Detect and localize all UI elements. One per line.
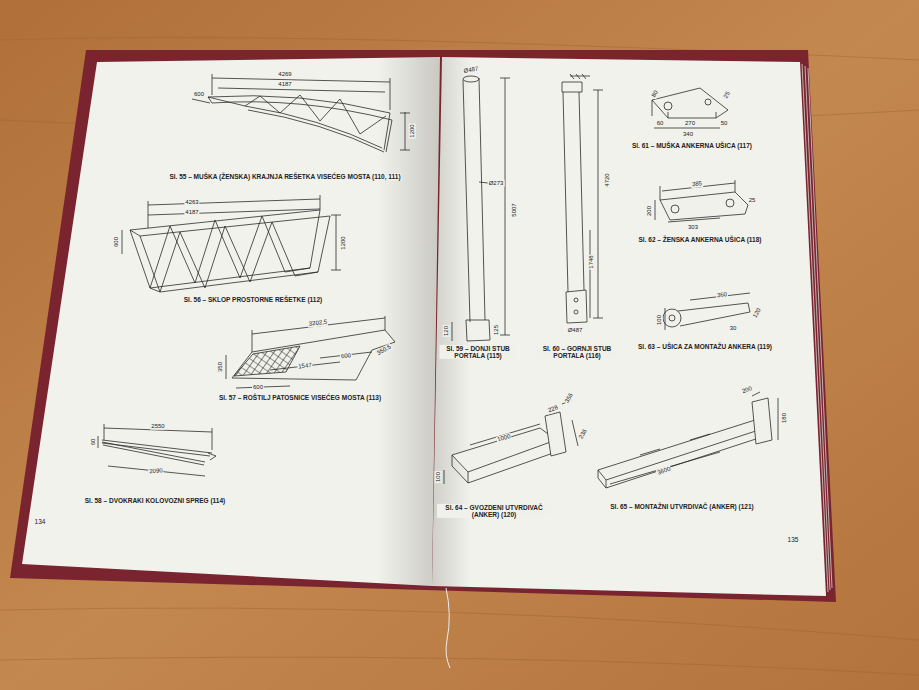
dimension: 4263: [184, 199, 199, 206]
dimension: 100: [656, 314, 663, 326]
dimension: 4187: [184, 209, 199, 216]
left-page: [22, 57, 440, 586]
dimension: 120: [443, 325, 450, 337]
dimension: 228: [546, 404, 560, 414]
figure-caption: Sl. 61 – MUŠKA ANKERNA UŠICA (117): [631, 142, 753, 149]
figure-caption: Sl. 64 – GVOZDENI UTVRDIVAČ (ANKER) (120…: [437, 504, 551, 518]
dimension: 1000: [496, 433, 513, 444]
dimension: 60: [90, 438, 97, 447]
dimension: 360: [716, 291, 729, 299]
dimension: 30: [729, 325, 738, 332]
dimension: 2550: [150, 423, 165, 430]
figure-caption: Sl. 56 – SKLOP PROSTORNE REŠETKE (112): [183, 296, 323, 303]
dimension: 385: [691, 180, 704, 188]
dimension: 1200: [340, 235, 347, 250]
dimension: 236: [577, 427, 589, 441]
figure-caption: Sl. 58 – DVOKRAKI KOLOVOZNI SPREG (114): [84, 497, 227, 504]
dimension: 80: [650, 89, 660, 100]
page-number: 135: [787, 536, 800, 543]
dimension: 350,5: [375, 343, 393, 357]
figure-caption: Sl. 59 – DONJI STUB PORTALA (115): [440, 345, 517, 359]
dimension: 3600: [656, 465, 673, 476]
figure-caption: Sl. 63 – UŠICA ZA MONTAŽU ANKERA (119): [637, 343, 773, 350]
dimension: 120: [751, 306, 763, 320]
book-cover: [10, 50, 836, 602]
dimension: 350: [217, 361, 224, 373]
dimension: 1200: [409, 123, 416, 138]
dimension: 600: [193, 91, 205, 98]
technical-drawings: [98, 74, 778, 488]
figure-caption: Sl. 55 – MUŠKA (ŽENSKA) KRAJNJA REŠETKA …: [168, 173, 401, 180]
dimension: Ø487: [462, 65, 480, 74]
dimension: 1748: [588, 254, 595, 269]
dimension: Ø273: [488, 180, 505, 187]
dimension: 4187: [277, 81, 292, 88]
dimension: 60: [656, 120, 665, 127]
dimension: 4269: [277, 71, 292, 78]
figure-caption: Sl. 60 – GORNJI STUB PORTALA (116): [537, 345, 617, 359]
dimension: 200: [740, 385, 754, 395]
dimension: 2090: [148, 467, 164, 475]
bookmark-thread: [446, 588, 450, 668]
dimension: 1547: [297, 362, 313, 370]
dimension: 600: [113, 236, 120, 248]
dimension: 356: [563, 391, 575, 405]
dimension: 340: [682, 131, 694, 138]
dimension: 270: [684, 120, 696, 127]
dimension: 600: [340, 352, 353, 360]
dimension: 100: [435, 471, 442, 483]
dimension: 303: [687, 224, 699, 231]
figure-caption: Sl. 65 – MONTAŽNI UTVRDIVAČ (ANKER) (121…: [609, 503, 755, 510]
dimension: 3202,5: [308, 319, 329, 328]
dimension: 200: [646, 205, 653, 217]
dimension: 125: [493, 324, 500, 336]
dimension: 50: [720, 120, 729, 127]
dimension: 4720: [604, 172, 611, 187]
dimension: 180: [781, 412, 788, 424]
dimension: Ø487: [567, 327, 584, 334]
page-number: 134: [34, 518, 47, 525]
dimension: 25: [748, 197, 757, 204]
right-page: [432, 57, 826, 596]
dimension: 600: [252, 384, 264, 391]
figure-caption: Sl. 62 – ŽENSKA ANKERNA UŠICA (118): [638, 236, 763, 243]
dimension: 25: [722, 90, 732, 101]
dimension: 5007: [511, 202, 518, 217]
figure-caption: Sl. 57 – ROŠTILJ PATOSNICE VISEĆEG MOSTA…: [218, 394, 382, 401]
